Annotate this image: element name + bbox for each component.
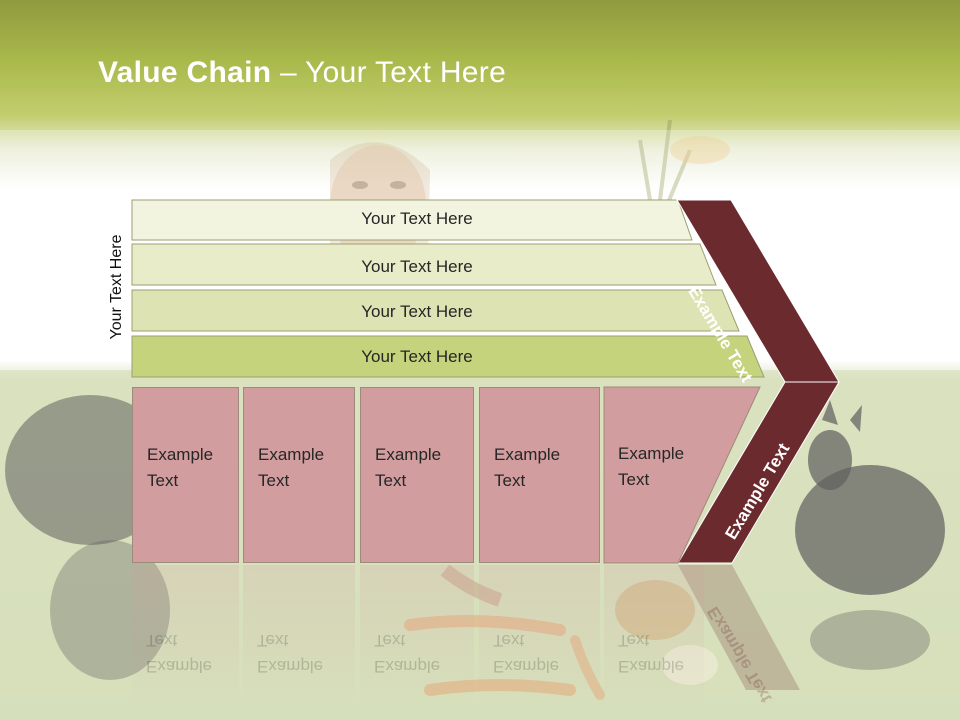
bar-1 [131,199,693,241]
bar-label-1: Your Text Here [361,209,473,228]
chevron-bottom [677,381,840,564]
box-3-line1: Example [375,445,442,464]
bar-label-4: Your Text Here [361,347,473,366]
bar-2 [131,243,717,286]
box-2-line1: Example [258,445,325,464]
slide-title: Value Chain – Your Text Here [98,56,506,90]
title-rest: – Your Text Here [271,56,507,89]
chevron-reflection [678,565,800,690]
box-1-line1: Example [147,445,214,464]
box-4-line2: Text [494,471,526,490]
box-5-shape [603,386,761,564]
bar-3 [131,289,740,332]
box-3-line2: Text [375,471,407,490]
box-5-line2: Text [618,470,650,489]
title-bold: Value Chain [98,56,272,89]
bar-label-3: Your Text Here [361,302,473,321]
box-4-line1: Example [494,445,561,464]
box-1-line2: Text [147,471,179,490]
bar-label-2: Your Text Here [361,257,473,276]
box-5-line1: Example [618,444,685,463]
side-label: Your Text Here [108,234,125,340]
bar-4 [131,335,765,378]
box-2-line2: Text [258,471,290,490]
